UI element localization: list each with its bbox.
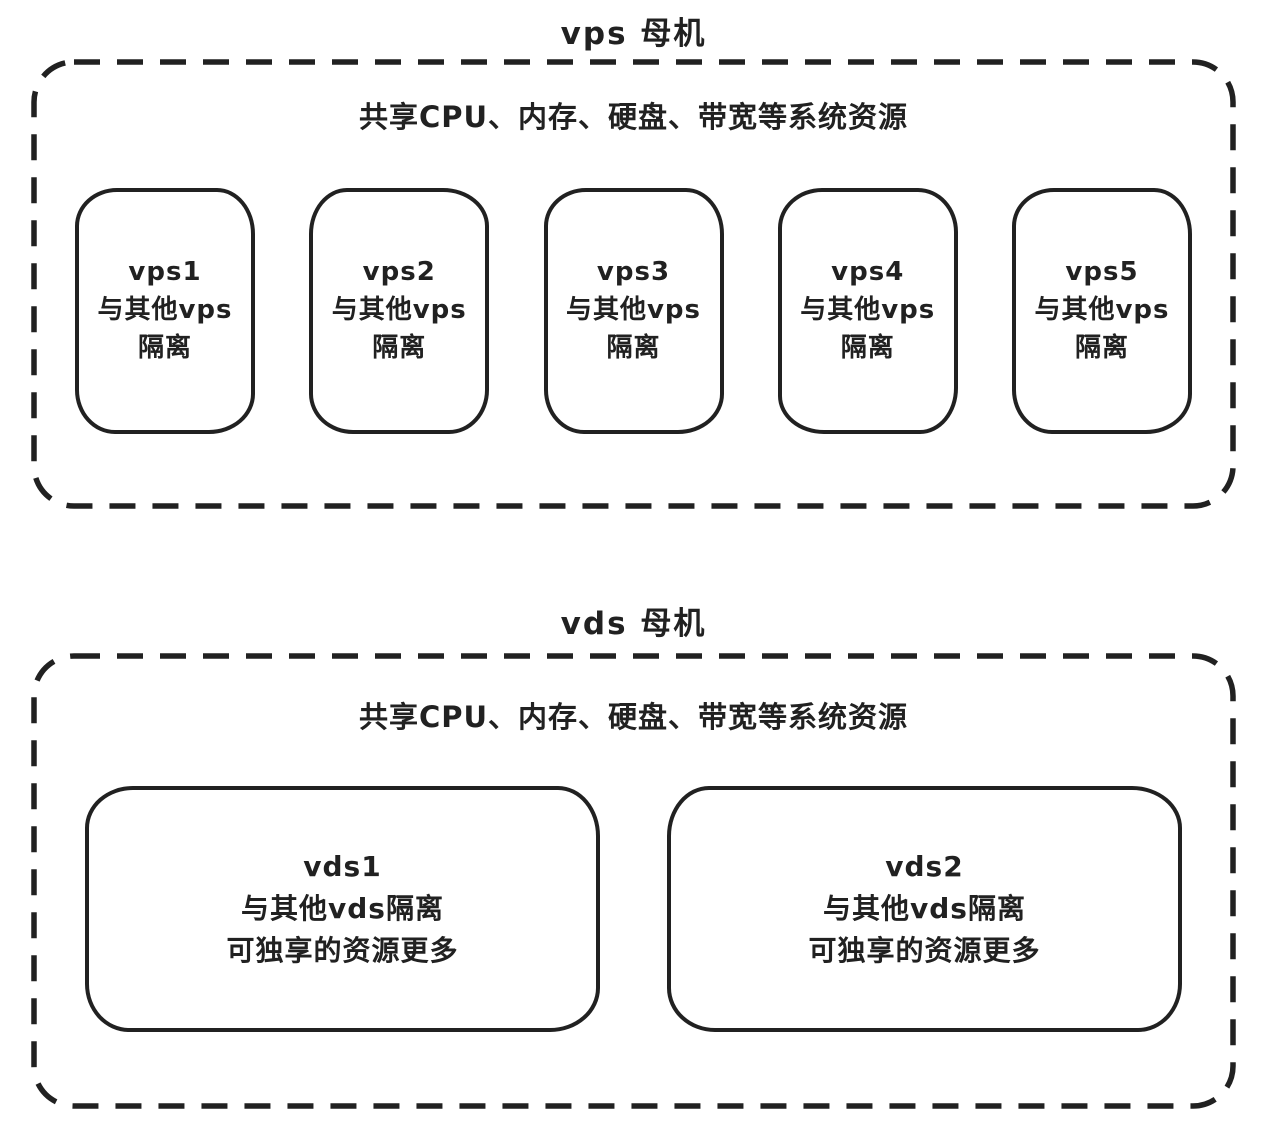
vds-node-2: vds2 与其他vds隔离 可独享的资源更多 — [667, 786, 1182, 1032]
vps-node-1-line3: 隔离 — [137, 332, 192, 363]
vds-host-container: 共享CPU、内存、硬盘、带宽等系统资源 vds1 与其他vds隔离 可独享的资源… — [30, 652, 1237, 1110]
vds-node-1-name: vds1 — [303, 850, 382, 883]
vps-node-1-name: vps1 — [128, 257, 202, 288]
vds-node-2-line2: 与其他vds隔离 — [823, 892, 1026, 925]
vps-host-subtitle: 共享CPU、内存、硬盘、带宽等系统资源 — [358, 100, 909, 134]
vps-node-4: vps4 与其他vps 隔离 — [777, 188, 958, 434]
vds-host-title: vds 母机 — [560, 606, 707, 642]
vps-node-4-name: vps4 — [831, 257, 905, 288]
vps-node-row: vps1 与其他vps 隔离 vps2 与其他vps 隔离 vps3 与其他vp… — [30, 188, 1237, 434]
vds-node-2-line3: 可独享的资源更多 — [808, 934, 1041, 967]
vds-node-1-line2: 与其他vds隔离 — [241, 892, 444, 925]
vds-node-2-name: vds2 — [885, 850, 964, 883]
vps-node-4-line2: 与其他vps — [800, 295, 936, 326]
vps-node-3-name: vps3 — [596, 257, 671, 288]
vps-node-1-line2: 与其他vps — [97, 295, 233, 326]
vps-host-container: 共享CPU、内存、硬盘、带宽等系统资源 vps1 与其他vps 隔离 vps2 … — [30, 58, 1237, 510]
vps-node-1: vps1 与其他vps 隔离 — [75, 188, 255, 434]
vps-node-2-line3: 隔离 — [372, 332, 427, 363]
vps-host-title: vps 母机 — [560, 16, 707, 52]
vds-host-subtitle: 共享CPU、内存、硬盘、带宽等系统资源 — [358, 700, 909, 734]
vps-node-3-line2: 与其他vps — [565, 295, 702, 326]
vds-node-1-line3: 可独享的资源更多 — [226, 934, 459, 967]
vps-node-5: vps5 与其他vps 隔离 — [1012, 188, 1192, 434]
vps-node-2: vps2 与其他vps 隔离 — [309, 188, 490, 434]
vds-node-1: vds1 与其他vds隔离 可独享的资源更多 — [85, 786, 600, 1032]
vps-node-3-line3: 隔离 — [606, 332, 661, 363]
vps-node-5-line3: 隔离 — [1074, 332, 1129, 363]
vps-node-4-line3: 隔离 — [840, 332, 895, 363]
vps-node-2-name: vps2 — [362, 257, 436, 288]
vps-node-3: vps3 与其他vps 隔离 — [543, 188, 724, 434]
vps-node-2-line2: 与其他vps — [331, 295, 467, 326]
vps-node-5-name: vps5 — [1065, 257, 1139, 288]
vps-node-5-line2: 与其他vps — [1034, 295, 1170, 326]
vds-node-row: vds1 与其他vds隔离 可独享的资源更多 vds2 与其他vds隔离 可独享… — [30, 786, 1237, 1032]
